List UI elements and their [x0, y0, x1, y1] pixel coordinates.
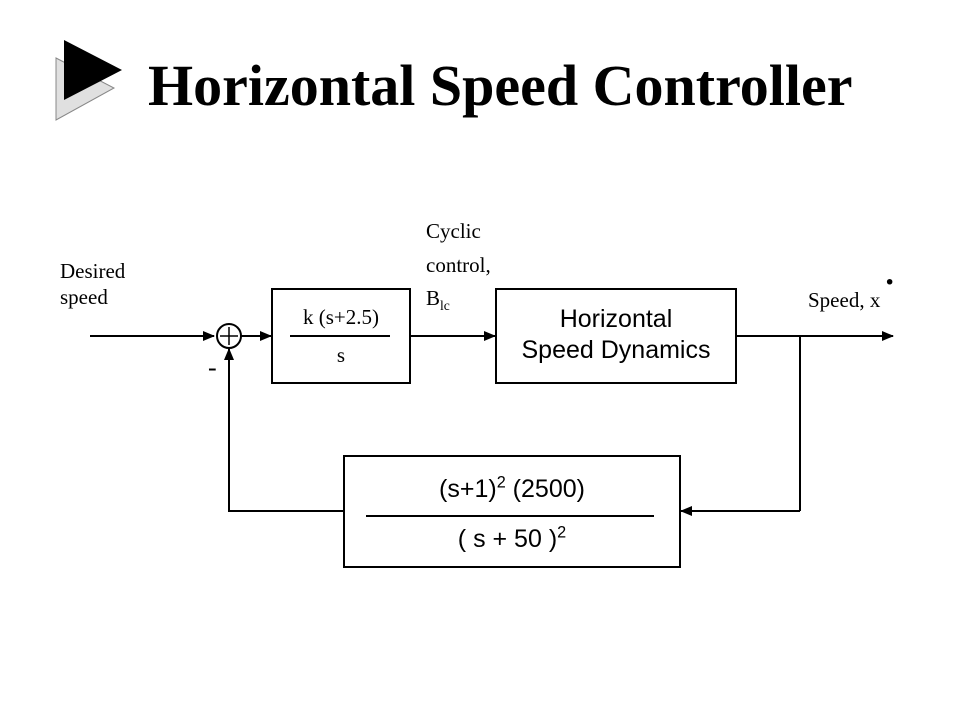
feedback-return-line	[224, 348, 344, 512]
filter-block	[343, 455, 681, 568]
controller-numerator: k (s+2.5)	[302, 305, 379, 329]
speed-dot: ·	[884, 264, 896, 301]
desired-speed-label: Desired speed	[60, 259, 126, 310]
page-title: Horizontal Speed Controller	[148, 53, 853, 118]
speed-output-label: Speed, x	[808, 288, 881, 312]
cyclic-control-label: Cyclic control, Blc	[426, 219, 491, 314]
plant-label: Horizontal Speed Dynamics	[521, 305, 711, 365]
filter-denominator: ( s + 50 )2	[457, 523, 567, 553]
filter-numerator: (s+1)2 (2500)	[439, 473, 585, 503]
minus-sign: -	[208, 353, 217, 382]
controller-denominator: s	[336, 343, 346, 367]
play-logo-icon	[55, 40, 122, 121]
